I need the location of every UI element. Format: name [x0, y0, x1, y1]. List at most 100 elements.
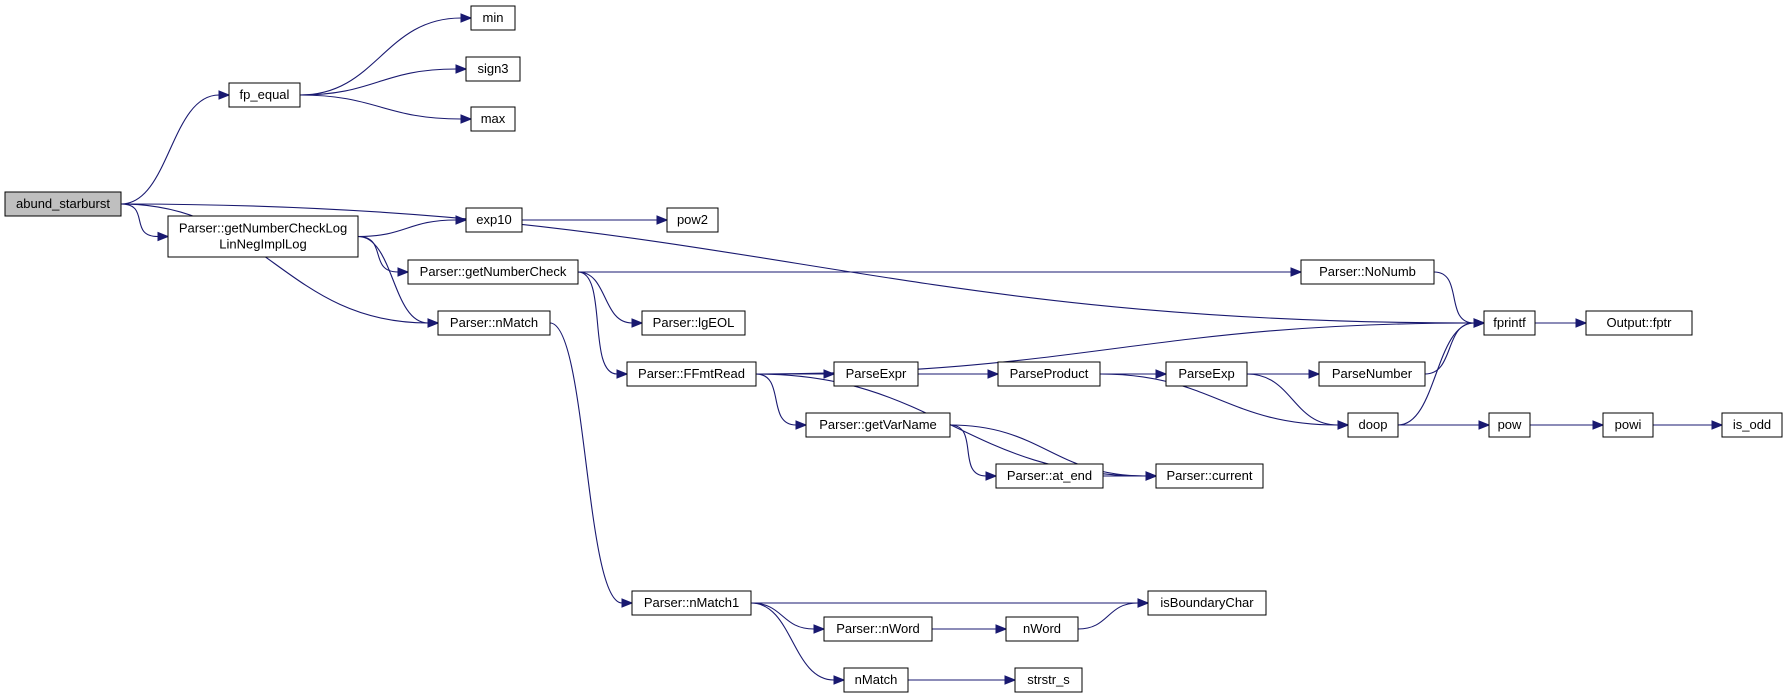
node-strstr_s[interactable]: strstr_s: [1014, 667, 1083, 693]
edge-fp_equal-to-sign3: [299, 64, 468, 96]
node-label: fp_equal: [240, 87, 290, 102]
node-box: [1155, 463, 1264, 489]
node-nMatch1[interactable]: Parser::nMatch1: [631, 590, 752, 616]
node-min[interactable]: min: [470, 5, 516, 31]
node-fptr[interactable]: Output::fptr: [1585, 310, 1693, 336]
edge-line: [755, 373, 797, 426]
edge-fprintf-to-fptr: [1535, 318, 1588, 328]
node-box: [4, 191, 122, 217]
edge-line: [750, 602, 835, 681]
edge-line: [120, 203, 159, 238]
edge-ParseExp-to-ParseNumber: [1246, 369, 1321, 379]
node-sign3[interactable]: sign3: [465, 56, 521, 82]
edge-arrowhead: [455, 64, 468, 74]
edge-line: [577, 271, 633, 324]
node-nWordP[interactable]: Parser::nWord: [823, 616, 933, 642]
edge-FFmtRead-to-getVarName: [755, 373, 808, 430]
node-box: [167, 215, 359, 258]
node-label: isBoundaryChar: [1160, 595, 1254, 610]
node-ParseExp[interactable]: ParseExp: [1165, 361, 1248, 387]
edge-line: [299, 68, 457, 96]
node-label: Parser::at_end: [1007, 468, 1092, 483]
node-label: Parser::nMatch1: [644, 595, 739, 610]
node-lgEOL[interactable]: Parser::lgEOL: [641, 310, 746, 336]
node-exp10[interactable]: exp10: [465, 207, 523, 233]
node-ParseExpr[interactable]: ParseExpr: [833, 361, 919, 387]
node-fprintf[interactable]: fprintf: [1483, 310, 1536, 336]
node-box: [1014, 667, 1083, 693]
node-box: [1585, 310, 1693, 336]
edge-line: [577, 271, 618, 375]
edge-arrowhead: [1290, 267, 1303, 277]
node-box: [437, 310, 551, 336]
node-ParseProduct[interactable]: ParseProduct: [997, 361, 1101, 387]
node-label: abund_starburst: [16, 196, 110, 211]
node-label: LinNegImplLog: [219, 237, 306, 252]
node-box: [1300, 259, 1435, 285]
node-box: [1147, 590, 1267, 616]
node-label: Parser::getVarName: [819, 417, 937, 432]
edge-arrowhead: [1308, 369, 1321, 379]
node-box: [995, 463, 1104, 489]
node-box: [1347, 412, 1399, 438]
node-getVarName[interactable]: Parser::getVarName: [805, 412, 951, 438]
node-NoNumb[interactable]: Parser::NoNumb: [1300, 259, 1435, 285]
node-box: [631, 590, 752, 616]
edge-at_end-to-current: [1102, 471, 1158, 481]
edge-arrowhead: [455, 215, 468, 225]
node-pow2[interactable]: pow2: [666, 207, 719, 233]
edge-fp_equal-to-max: [299, 94, 473, 124]
edge-nMatch1-to-nMatchFn: [750, 602, 846, 685]
edge-line: [299, 94, 462, 120]
edge-nWord-to-isBoundaryChar: [1077, 598, 1150, 630]
node-doop[interactable]: doop: [1347, 412, 1399, 438]
node-at_end[interactable]: Parser::at_end: [995, 463, 1104, 489]
node-getNumberCheck[interactable]: Parser::getNumberCheck: [407, 259, 579, 285]
node-nMatch[interactable]: Parser::nMatch: [437, 310, 551, 336]
node-box: [843, 667, 909, 693]
node-label: Output::fptr: [1606, 315, 1672, 330]
node-box: [805, 412, 951, 438]
edge-nMatch1-to-nWordP: [750, 602, 826, 634]
edge-arrowhead: [1137, 598, 1150, 608]
node-label: strstr_s: [1027, 672, 1070, 687]
edge-getNumberCheck-to-NoNumb: [578, 267, 1303, 277]
edge-line: [120, 94, 220, 205]
edge-arrowhead: [833, 675, 846, 685]
node-label: sign3: [477, 61, 508, 76]
edge-ParseNumber-to-fprintf: [1424, 318, 1486, 375]
edge-arrowhead: [1478, 420, 1491, 430]
node-current[interactable]: Parser::current: [1155, 463, 1264, 489]
node-max[interactable]: max: [470, 106, 516, 132]
node-label: is_odd: [1733, 417, 1771, 432]
node-label: Parser::getNumberCheckLog: [179, 221, 347, 236]
edge-line: [949, 424, 1147, 477]
edge-abund_starburst-to-getNumberCheckLogLinNegImplLog: [120, 203, 170, 242]
node-nWord[interactable]: nWord: [1005, 616, 1079, 642]
node-abund_starburst[interactable]: abund_starburst: [4, 191, 122, 217]
node-label: ParseNumber: [1332, 366, 1413, 381]
edge-arrowhead: [460, 13, 473, 23]
node-label: pow2: [677, 212, 708, 227]
node-label: pow: [1498, 417, 1522, 432]
node-box: [1165, 361, 1248, 387]
node-fp_equal[interactable]: fp_equal: [228, 82, 301, 108]
node-nMatchFn[interactable]: nMatch: [843, 667, 909, 693]
node-powi[interactable]: powi: [1602, 412, 1654, 438]
node-ParseNumber[interactable]: ParseNumber: [1318, 361, 1426, 387]
edge-nWordP-to-nWord: [932, 624, 1008, 634]
edge-line: [750, 602, 815, 630]
node-is_odd[interactable]: is_odd: [1721, 412, 1783, 438]
node-pow[interactable]: pow: [1488, 412, 1531, 438]
node-FFmtRead[interactable]: Parser::FFmtRead: [626, 361, 757, 387]
node-box: [641, 310, 746, 336]
edge-line: [1433, 271, 1475, 324]
node-label: min: [483, 10, 504, 25]
node-box: [626, 361, 757, 387]
node-box: [470, 106, 516, 132]
node-label: ParseExp: [1178, 366, 1234, 381]
node-isBoundaryChar[interactable]: isBoundaryChar: [1147, 590, 1267, 616]
edge-line: [549, 322, 623, 604]
